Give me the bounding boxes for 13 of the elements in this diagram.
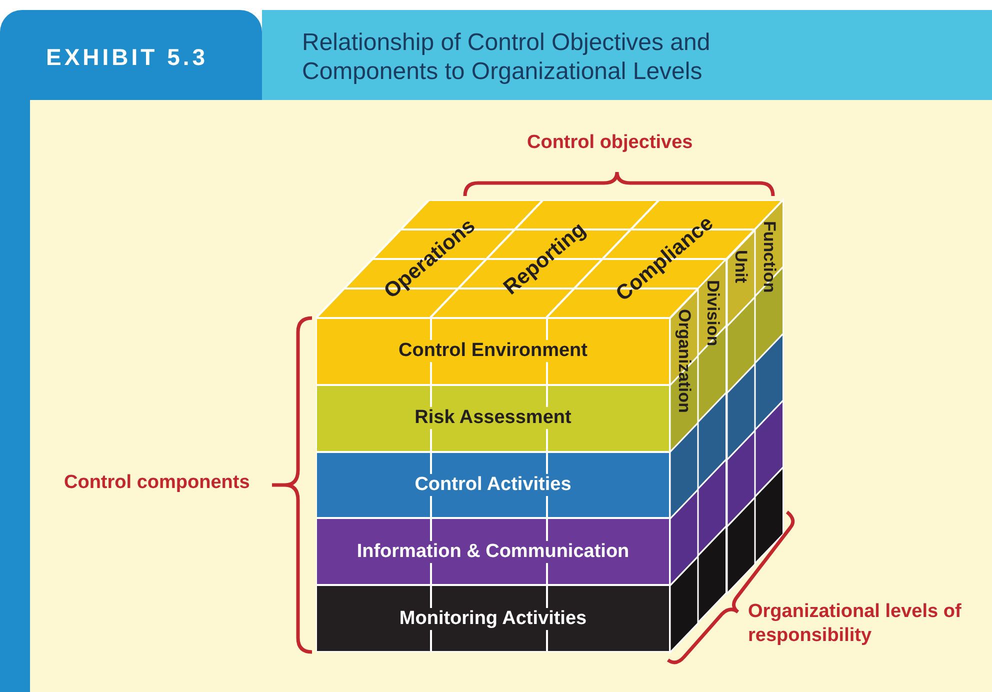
slice-label: Organization — [674, 309, 694, 414]
diagram-title: Relationship of Control Objectives and Components to Organizational Levels — [302, 28, 712, 86]
exhibit-number: EXHIBIT 5.3 — [46, 44, 208, 71]
bracket-label: Control objectives — [527, 132, 693, 154]
slice-label: Unit — [730, 250, 751, 284]
cube-row — [316, 585, 670, 652]
cube-row — [316, 384, 670, 452]
cube-row — [316, 452, 670, 518]
bracket-label: Control components — [64, 472, 250, 494]
cube-row — [316, 318, 670, 385]
slice-label: Function — [758, 220, 779, 293]
cube-row — [316, 518, 670, 586]
bracket-label: Organizational levels of responsibility — [748, 600, 962, 648]
